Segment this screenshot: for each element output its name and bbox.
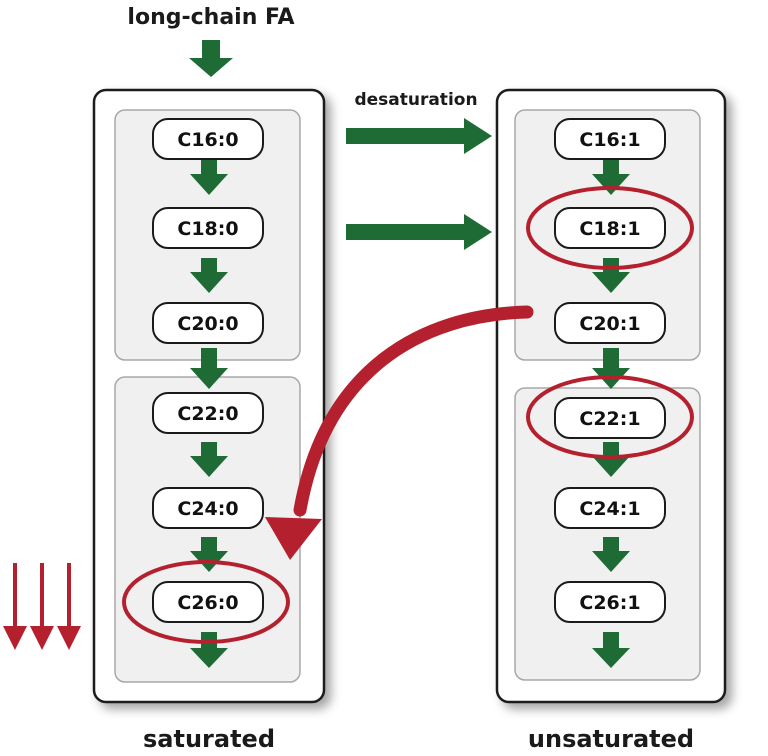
- svg-text:C16:0: C16:0: [177, 129, 238, 151]
- highlight-c26-0: [122, 560, 290, 644]
- top-label: long-chain FA: [127, 5, 294, 30]
- svg-text:C26:0: C26:0: [177, 592, 238, 614]
- down-arrow-icon: [592, 160, 630, 195]
- svg-text:C18:1: C18:1: [579, 218, 640, 240]
- decrease-arrows-icon: [3, 563, 81, 650]
- svg-text:C26:1: C26:1: [579, 592, 640, 614]
- down-arrow-icon: [190, 160, 228, 195]
- unsaturated-label: unsaturated: [528, 725, 694, 753]
- highlight-c18-1: [526, 186, 694, 270]
- svg-text:C18:0: C18:0: [177, 218, 238, 240]
- unsaturated-nodes: C16:1 C18:1 C20:1 C22:1 C24:1 C26:1: [554, 118, 666, 623]
- top-down-arrow-icon: [189, 40, 233, 77]
- node-c22-1: C22:1: [554, 397, 666, 439]
- redirect-arrowhead-icon: [265, 517, 322, 560]
- desaturation-label: desaturation: [354, 90, 477, 110]
- down-arrow-icon: [592, 632, 630, 668]
- svg-text:C24:1: C24:1: [579, 498, 640, 520]
- svg-text:C20:1: C20:1: [579, 313, 640, 335]
- down-arrow-icon: [3, 563, 27, 650]
- down-arrow-icon: [592, 537, 630, 572]
- node-c24-0: C24:0: [152, 487, 264, 529]
- down-arrow-icon: [190, 258, 228, 293]
- highlight-c22-1: [526, 375, 694, 459]
- desaturation-arrow-icon: [346, 118, 492, 154]
- down-arrow-icon: [57, 563, 81, 650]
- node-c16-0: C16:0: [152, 118, 264, 160]
- svg-text:C22:1: C22:1: [579, 408, 640, 430]
- node-c22-0: C22:0: [152, 392, 264, 434]
- node-c26-0: C26:0: [152, 581, 264, 623]
- svg-text:C22:0: C22:0: [177, 403, 238, 425]
- saturated-nodes: C16:0 C18:0 C20:0 C22:0 C24:0 C26:0: [152, 118, 264, 623]
- svg-text:C16:1: C16:1: [579, 129, 640, 151]
- down-arrow-icon: [190, 348, 228, 389]
- node-c20-1: C20:1: [554, 302, 666, 344]
- desaturation-arrow-icon: [346, 214, 492, 250]
- node-c26-1: C26:1: [554, 581, 666, 623]
- svg-text:C24:0: C24:0: [177, 498, 238, 520]
- node-c20-0: C20:0: [152, 302, 264, 344]
- down-arrow-icon: [190, 442, 228, 477]
- down-arrow-icon: [592, 442, 630, 477]
- highlight-rings: [122, 186, 694, 644]
- down-arrow-icon: [30, 563, 54, 650]
- node-c18-0: C18:0: [152, 207, 264, 249]
- node-c16-1: C16:1: [554, 118, 666, 160]
- node-c24-1: C24:1: [554, 487, 666, 529]
- redirect-arrow-icon: [293, 305, 534, 517]
- saturated-label: saturated: [143, 725, 275, 753]
- svg-text:C20:0: C20:0: [177, 313, 238, 335]
- node-c18-1: C18:1: [554, 207, 666, 249]
